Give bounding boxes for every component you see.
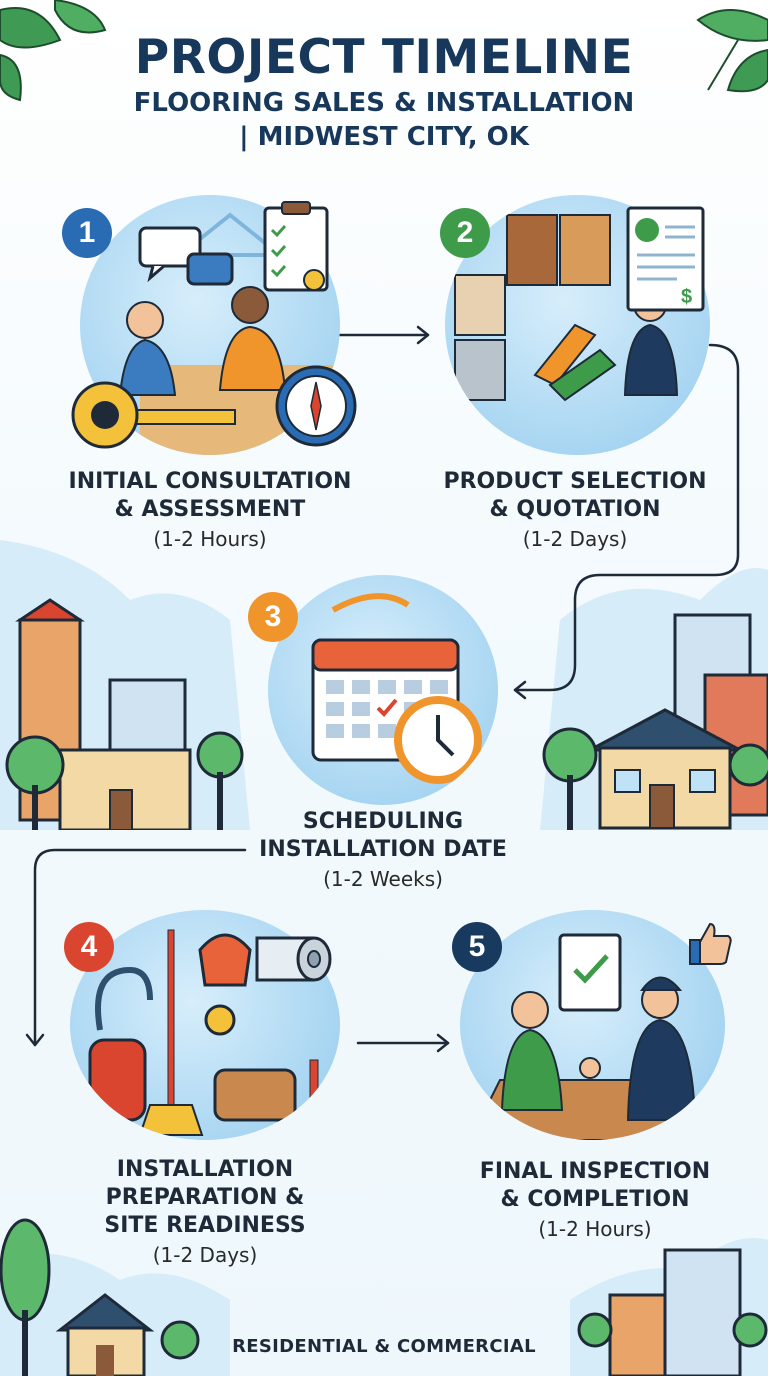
compass-icon xyxy=(275,365,357,447)
step-5-label: FINAL INSPECTION & COMPLETION (1-2 Hours… xyxy=(430,1158,760,1244)
cityscape-right-icon xyxy=(540,568,768,830)
step-3-title-line2: INSTALLATION DATE xyxy=(259,837,507,862)
step-4-duration: (1-2 Days) xyxy=(152,1243,258,1267)
step-1-title-line2: & ASSESSMENT xyxy=(114,497,306,522)
step-5-duration: (1-2 Hours) xyxy=(538,1217,652,1241)
leaves-top-left-icon xyxy=(0,0,107,102)
clipboard-checklist-icon xyxy=(263,201,329,292)
step-1-badge: 1 xyxy=(62,208,112,258)
thumbs-up-icon xyxy=(689,922,732,965)
step-4-badge: 4 xyxy=(64,922,114,972)
footer-label: RESIDENTIAL & COMMERCIAL xyxy=(232,1336,536,1357)
step-3-label: SCHEDULING INSTALLATION DATE (1-2 Weeks) xyxy=(218,808,548,894)
step-2-label: PRODUCT SELECTION & QUOTATION (1-2 Days) xyxy=(410,468,740,554)
step-5-illustration xyxy=(460,910,725,1140)
svg-text:$: $ xyxy=(681,286,692,308)
step-2-badge: 2 xyxy=(440,208,490,258)
step-5-title-line2: & COMPLETION xyxy=(500,1187,690,1212)
step-1-title-line1: INITIAL CONSULTATION xyxy=(68,469,352,494)
quotation-document-icon: $ xyxy=(626,206,705,312)
bottom-scenery-right-icon xyxy=(570,1238,768,1376)
chat-bubbles-icon xyxy=(138,226,234,286)
leaves-top-right-icon xyxy=(696,9,768,93)
title-block: PROJECT TIMELINE FLOORING SALES & INSTAL… xyxy=(0,30,768,154)
step-2-title-line1: PRODUCT SELECTION xyxy=(443,469,707,494)
step-2-title-line2: & QUOTATION xyxy=(489,497,661,522)
tape-measure-icon xyxy=(71,381,236,449)
step-5-badge: 5 xyxy=(452,922,502,972)
step-3-illustration xyxy=(268,575,498,805)
step-1-label: INITIAL CONSULTATION & ASSESSMENT (1-2 H… xyxy=(40,468,380,554)
page-location: | MIDWEST CITY, OK xyxy=(239,122,529,152)
step-4-title-line1: INSTALLATION xyxy=(116,1157,294,1182)
step-4-label: INSTALLATION PREPARATION & SITE READINES… xyxy=(40,1156,370,1270)
arrow-step3-to-step4 xyxy=(33,848,247,1047)
step-1-duration: (1-2 Hours) xyxy=(153,527,267,551)
cityscape-left-icon xyxy=(0,540,250,830)
step-3-title-line1: SCHEDULING xyxy=(302,809,464,834)
step-2-duration: (1-2 Days) xyxy=(522,527,628,551)
bottom-scenery-left-icon xyxy=(0,1218,230,1376)
page-title: PROJECT TIMELINE xyxy=(134,30,634,85)
arrow-step2-to-step3 xyxy=(513,343,740,692)
film-roll-icon xyxy=(255,936,332,982)
step-3-duration: (1-2 Weeks) xyxy=(323,867,443,891)
page-subtitle: FLOORING SALES & INSTALLATION xyxy=(133,88,635,118)
step-4-title-line2: PREPARATION & xyxy=(105,1185,305,1210)
step-5-title-line1: FINAL INSPECTION xyxy=(479,1159,711,1184)
step-4-title-line3: SITE READINESS xyxy=(104,1213,306,1238)
step-3-badge: 3 xyxy=(248,592,298,642)
